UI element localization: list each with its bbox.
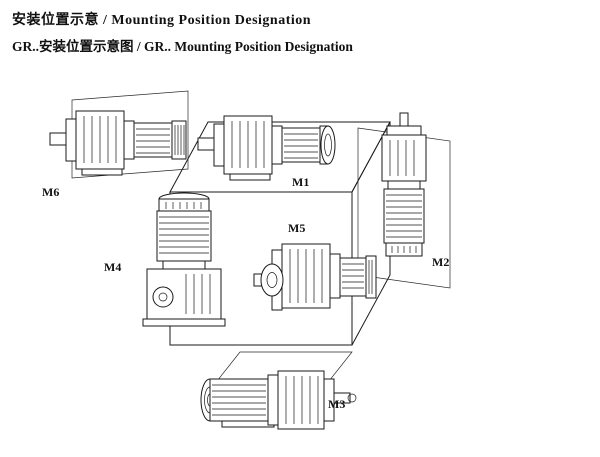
m2-gearbox-housing: [381, 125, 427, 182]
gearmotor-m5: [253, 243, 377, 311]
gearmotor-m2: [381, 112, 427, 257]
m1-fan-guard: [319, 125, 336, 165]
label-m1: M1: [292, 175, 309, 189]
m6-motor-body: [123, 120, 173, 160]
gearmotor-m3: [200, 370, 357, 430]
m3-output-shaft: [323, 378, 357, 422]
m1-motor-body: [271, 125, 321, 165]
label-m2: M2: [432, 255, 449, 269]
gearmotor-m1: [197, 115, 336, 181]
gearmotor-m6: [49, 110, 187, 176]
m4-fan-cowl: [158, 192, 210, 212]
m1-gearbox-housing: [213, 115, 273, 181]
label-m3: M3: [328, 397, 345, 411]
label-m6: M6: [42, 185, 59, 199]
m1-output-shaft: [197, 137, 215, 151]
m2-motor-body: [383, 180, 425, 244]
gearmotor-m4: [142, 192, 226, 327]
m5-output-shaft: [253, 263, 284, 297]
page-title: 安装位置示意 / Mounting Position Designation: [12, 13, 312, 28]
m4-motor-body: [156, 210, 212, 262]
label-m5: M5: [288, 221, 305, 235]
m3-motor-body: [209, 378, 275, 428]
m2-output-shaft: [399, 112, 409, 127]
m3-gearbox-housing: [267, 370, 325, 430]
label-m4: M4: [104, 260, 121, 274]
m5-fan-cowl: [365, 255, 377, 299]
m4-output-flange: [152, 286, 174, 308]
m6-gearbox-housing: [65, 110, 125, 176]
m6-output-shaft: [49, 132, 67, 146]
page-subtitle: GR..安装位置示意图 / GR.. Mounting Position Des…: [12, 39, 353, 54]
m5-motor-body: [329, 253, 367, 299]
m6-fan-cowl: [171, 120, 187, 160]
m2-fan-cowl: [385, 242, 423, 257]
